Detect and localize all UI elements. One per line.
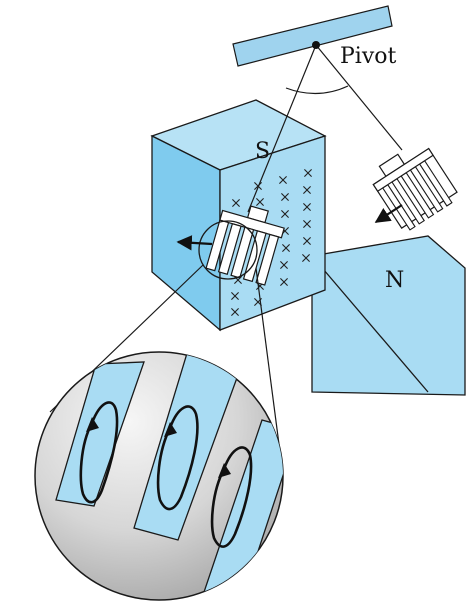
magnifier-focus-circle — [198, 220, 258, 280]
motion-arrow-icon — [374, 204, 403, 223]
motion-arrow-icon — [176, 235, 213, 251]
magnified-plate-strip — [201, 419, 283, 600]
cross-field-icon — [256, 198, 264, 206]
eddy-current-arrowhead — [218, 463, 231, 478]
cross-field-icon — [281, 210, 289, 218]
support-bar — [232, 5, 393, 67]
eddy-current-loop-icon — [79, 401, 119, 504]
cross-field-icon — [281, 193, 289, 201]
magnetic-field-crosses — [231, 169, 312, 316]
north-pole-label: N — [385, 268, 404, 293]
pivot-dot-icon — [312, 41, 320, 49]
cross-field-icon — [303, 186, 311, 194]
eddy-current-arrowhead — [164, 422, 177, 437]
cross-field-icon — [280, 278, 288, 286]
cross-field-icon — [232, 199, 240, 207]
cross-field-icon — [231, 292, 239, 300]
magnified-plate-strip — [55, 361, 145, 507]
cross-field-icon — [303, 220, 311, 228]
plate-in-field — [205, 205, 285, 286]
cross-field-icon — [282, 244, 290, 252]
cross-field-icon — [302, 254, 310, 262]
pendulum-strings — [247, 44, 403, 213]
eddy-current-arrowhead — [86, 417, 99, 432]
south-pole-label: S — [255, 139, 270, 164]
cross-field-icon — [280, 261, 288, 269]
eddy-current-loop-icon — [156, 405, 199, 511]
cross-field-icon — [303, 203, 311, 211]
eddy-current-loop-icon — [210, 446, 253, 548]
cross-field-icon — [304, 169, 312, 177]
pivot-label: Pivot — [340, 44, 397, 69]
north-magnet-block — [311, 235, 466, 396]
cross-field-icon — [279, 176, 287, 184]
magnified-view — [34, 351, 284, 601]
cross-field-icon — [303, 237, 311, 245]
cross-field-icon — [231, 308, 239, 316]
